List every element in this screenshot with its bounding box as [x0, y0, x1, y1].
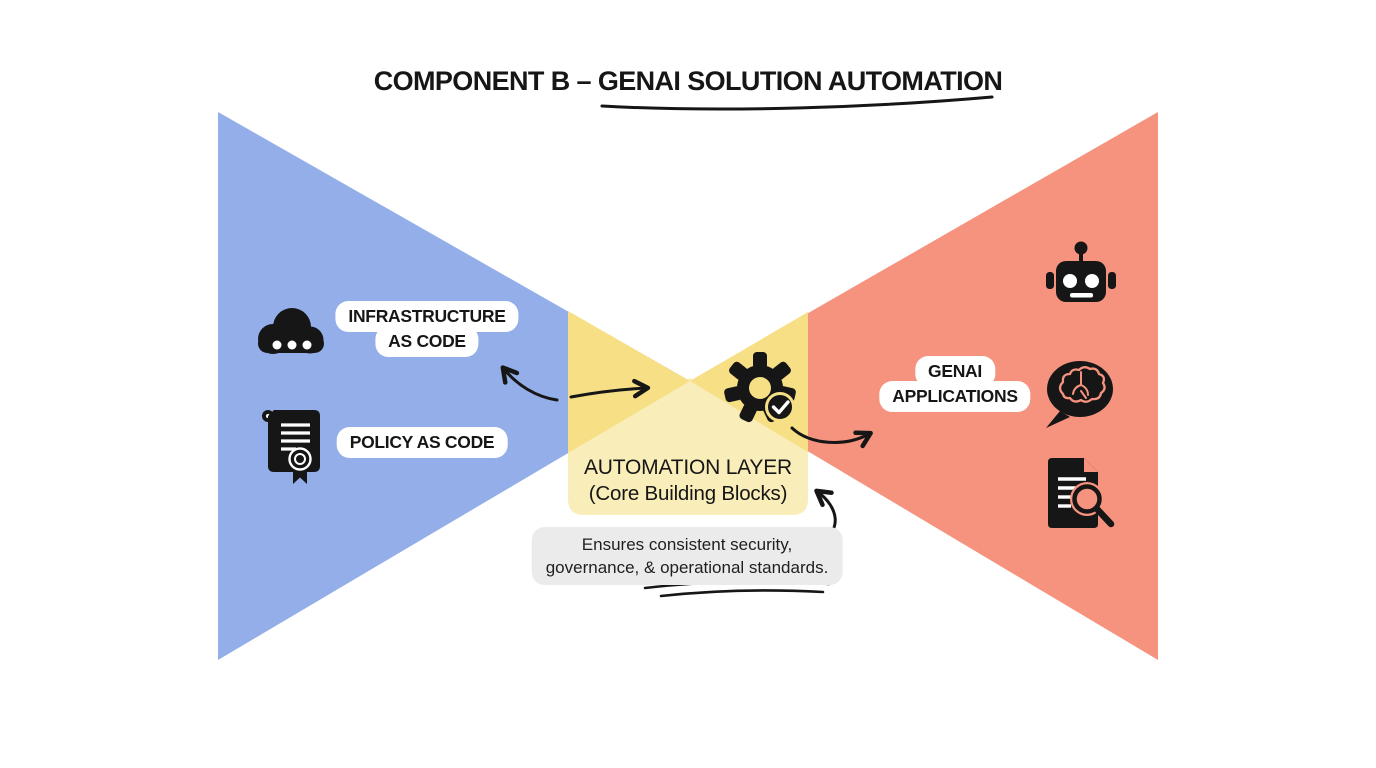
bowtie-left-triangle [568, 311, 690, 453]
cloud-icon [258, 308, 324, 354]
label-infrastructure-as-code: INFRASTRUCTURE AS CODE [335, 301, 519, 357]
note-line1: Ensures consistent security, [581, 535, 793, 554]
gear-check-icon [724, 352, 796, 423]
label-genai-applications: GENAI APPLICATIONS [879, 356, 1031, 412]
arrow-into-automation [569, 378, 651, 399]
title-underline [600, 95, 994, 111]
label-policy-as-code: POLICY AS CODE [336, 427, 508, 458]
arrow-to-infrastructure-label [500, 365, 559, 402]
label-line: APPLICATIONS [879, 381, 1031, 412]
input-funnel-blue [218, 112, 690, 660]
automation-layer-box [568, 378, 808, 515]
page-title-underlined: GENAI SOLUTION AUTOMATION [597, 66, 1003, 96]
page-title-prefix: COMPONENT B – [373, 66, 598, 96]
automation-layer-title: AUTOMATION LAYER (Core Building Blocks) [584, 455, 792, 507]
certificate-icon [262, 410, 320, 484]
robot-icon [1046, 241, 1116, 302]
automation-note: Ensures consistent security, governance,… [531, 527, 843, 585]
brain-chat-icon [1046, 361, 1113, 428]
label-line: INFRASTRUCTURE [335, 301, 519, 332]
automation-layer-line1: AUTOMATION LAYER [584, 456, 792, 479]
label-line: AS CODE [375, 326, 479, 357]
label-line: POLICY AS CODE [336, 427, 508, 458]
note-underline-2 [659, 589, 825, 598]
note-line2: governance, & operational standards. [545, 558, 829, 577]
arrow-to-genai-apps [790, 426, 873, 449]
page-title: COMPONENT B – GENAI SOLUTION AUTOMATION [0, 66, 1376, 97]
document-search-icon [1048, 458, 1115, 528]
automation-layer-line2: (Core Building Blocks) [588, 482, 788, 505]
